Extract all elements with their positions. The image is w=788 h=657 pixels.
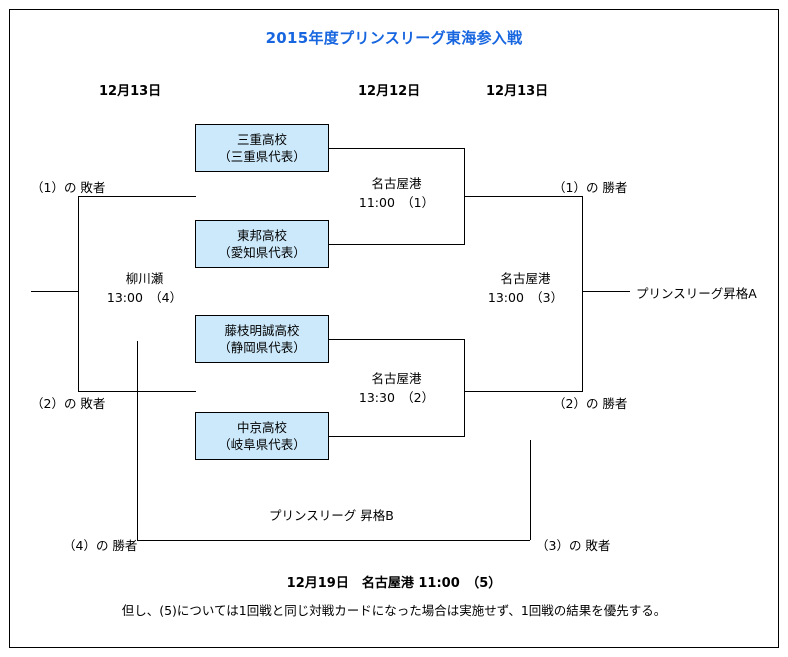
footer-note: 但し、(5)については1回戦と同じ対戦カードになった場合は実施せず、1回戦の結果… <box>121 603 667 618</box>
date-header-left: 12月13日 <box>99 84 162 99</box>
label-promotion-b: プリンスリーグ 昇格B <box>269 508 394 523</box>
bracket-line-match3-out <box>582 291 630 292</box>
bracket-join-match3 <box>582 196 583 392</box>
match-venue: 名古屋港 <box>500 271 551 286</box>
date-header-center: 12月12日 <box>358 84 421 99</box>
bracket-join-match2 <box>464 339 465 437</box>
team-rep: （三重県代表） <box>218 149 306 164</box>
bracket-line-winner4-down <box>137 341 138 540</box>
team-name: 三重高校 <box>236 132 287 147</box>
bracket-line-match1-out <box>464 196 582 197</box>
team-box-mie[interactable]: 三重高校 （三重県代表） <box>195 124 329 172</box>
team-name: 藤枝明誠高校 <box>224 323 300 338</box>
label-loser-of-2: （2）の 敗者 <box>31 396 106 411</box>
label-loser-of-3: （3）の 敗者 <box>536 538 611 553</box>
bracket-line-match2-out <box>464 391 582 392</box>
label-winner-of-4: （4）の 勝者 <box>63 538 138 553</box>
page-title: 2015年度プリンスリーグ東海参入戦 <box>265 29 523 47</box>
bracket-line-toho-out <box>329 244 464 245</box>
match-venue: 名古屋港 <box>371 176 422 191</box>
footer-match5: 12月19日 名古屋港 11:00 （5） <box>286 576 502 591</box>
bracket-line-fujieda-out <box>329 339 464 340</box>
match-label-2: 名古屋港 13:30 （2） <box>334 369 459 407</box>
team-name: 中京高校 <box>236 420 287 435</box>
match-label-3: 名古屋港 13:00 （3） <box>463 269 588 307</box>
team-rep: （愛知県代表） <box>218 245 306 260</box>
team-rep: （静岡県代表） <box>218 340 306 355</box>
bracket-line-bottom <box>137 540 530 541</box>
match-time: 11:00 （1） <box>358 195 435 210</box>
label-winner-of-2: （2）の 勝者 <box>553 396 628 411</box>
outer-border <box>9 9 779 648</box>
match-time: 13:30 （2） <box>358 390 435 405</box>
team-rep: （岐阜県代表） <box>218 437 306 452</box>
match-venue: 名古屋港 <box>371 371 422 386</box>
match-time: 13:00 （3） <box>487 290 564 305</box>
bracket-line-chukyo-out <box>329 436 464 437</box>
match-venue: 柳川瀬 <box>125 271 164 286</box>
bracket-line-mie-out <box>329 148 464 149</box>
match-time: 13:00 （4） <box>106 290 183 305</box>
team-box-chukyo[interactable]: 中京高校 （岐阜県代表） <box>195 412 329 460</box>
label-winner-of-1: （1）の 勝者 <box>553 180 628 195</box>
label-promotion-a: プリンスリーグ昇格A <box>636 286 757 301</box>
bracket-line-loser3-down <box>530 440 531 540</box>
bracket-line-match4-out <box>31 291 79 292</box>
label-loser-of-1: （1）の 敗者 <box>31 180 106 195</box>
team-name: 東邦高校 <box>236 228 287 243</box>
match-label-1: 名古屋港 11:00 （1） <box>334 174 459 212</box>
date-header-right: 12月13日 <box>486 84 549 99</box>
match-label-4: 柳川瀬 13:00 （4） <box>82 269 207 307</box>
bracket-join-match4 <box>78 196 79 392</box>
team-box-toho[interactable]: 東邦高校 （愛知県代表） <box>195 220 329 268</box>
bracket-line-loser1-in <box>78 196 196 197</box>
team-box-fujieda[interactable]: 藤枝明誠高校 （静岡県代表） <box>195 315 329 363</box>
